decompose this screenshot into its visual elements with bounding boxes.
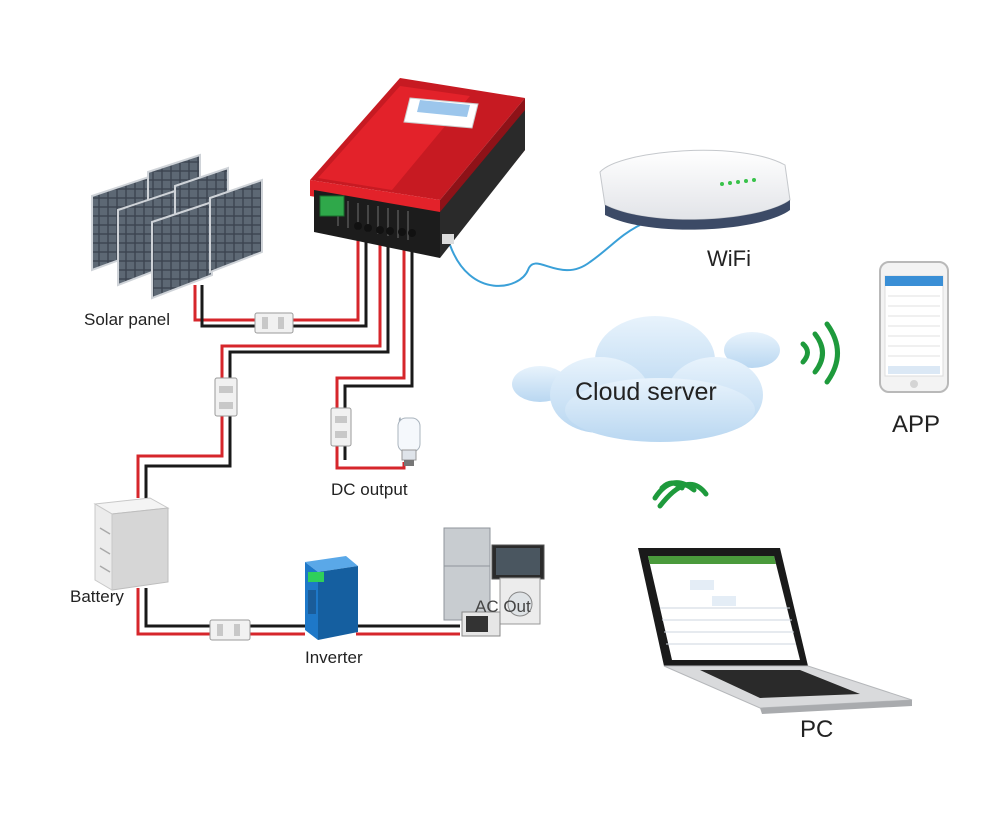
cloud-icon	[512, 316, 780, 442]
app-label: APP	[892, 411, 941, 438]
appliances-icon	[443, 527, 545, 637]
bulb-icon	[397, 416, 421, 466]
ac-out-label: AC Out	[475, 597, 531, 616]
breaker-icon	[209, 619, 251, 641]
wifi-signal-icon	[800, 321, 840, 385]
cloud-server-label: Cloud server	[575, 378, 717, 406]
battery-icon	[93, 497, 170, 591]
controller-icon	[310, 78, 525, 258]
breaker-icon	[214, 377, 238, 417]
wifi-label: WiFi	[707, 246, 751, 271]
inverter-label: Inverter	[305, 648, 363, 667]
breaker-icon	[254, 312, 294, 334]
solar-panel-label: Solar panel	[84, 310, 171, 329]
pc-label: PC	[800, 716, 834, 743]
battery-label: Battery	[70, 587, 124, 606]
phone-icon	[879, 261, 949, 393]
dc-output-label: DC output	[331, 480, 408, 499]
router-icon	[599, 149, 791, 230]
solar-panel-icon	[91, 153, 263, 300]
wiring	[136, 224, 641, 636]
laptop-icon	[638, 548, 913, 714]
breaker-icon	[330, 407, 352, 447]
inverter-icon	[305, 556, 358, 640]
wifi-signal-icon	[652, 480, 709, 509]
